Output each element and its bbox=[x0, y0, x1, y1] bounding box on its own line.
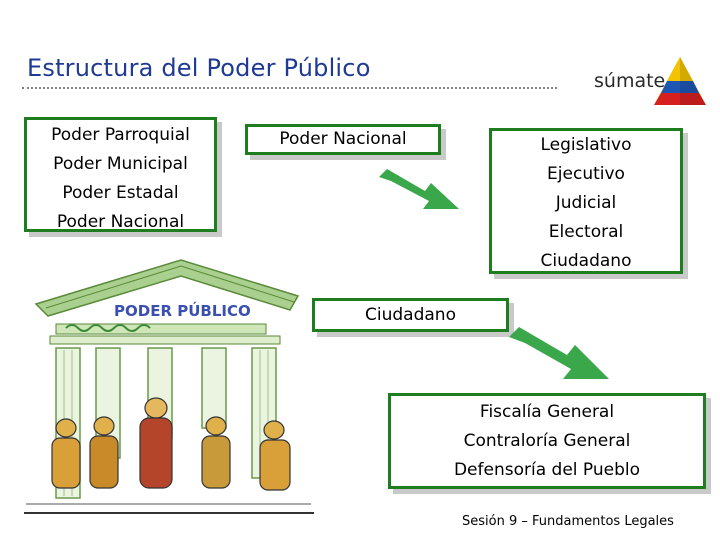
organs-box: Fiscalía General Contraloría General Def… bbox=[388, 393, 706, 489]
level-item: Poder Parroquial bbox=[51, 125, 190, 145]
arrow-right-down-icon bbox=[379, 169, 459, 209]
branch-item: Ciudadano bbox=[540, 251, 632, 271]
branch-item: Electoral bbox=[548, 222, 624, 242]
organ-item: Contraloría General bbox=[463, 431, 631, 451]
level-item: Poder Estadal bbox=[62, 183, 179, 203]
poder-nacional-box: Poder Nacional bbox=[245, 124, 441, 155]
organ-item: Fiscalía General bbox=[479, 402, 615, 422]
footer-text: Sesión 9 – Fundamentos Legales bbox=[462, 514, 674, 529]
ciudadano-box: Ciudadano bbox=[312, 298, 509, 332]
branch-item: Ejecutivo bbox=[547, 164, 625, 184]
pyramid-logo-icon bbox=[654, 57, 706, 105]
footer-divider bbox=[24, 512, 314, 514]
level-item: Poder Nacional bbox=[56, 212, 185, 232]
sign-text: PODER PÚBLICO bbox=[114, 301, 251, 320]
branch-item: Judicial bbox=[555, 193, 617, 213]
organ-item: Defensoría del Pueblo bbox=[453, 460, 641, 480]
brand-logo-text: súmate bbox=[594, 70, 666, 92]
levels-box: Poder Parroquial Poder Municipal Poder E… bbox=[24, 117, 217, 232]
level-item: Poder Municipal bbox=[53, 154, 188, 174]
poder-nacional-label: Poder Nacional bbox=[279, 129, 407, 149]
ciudadano-label: Ciudadano bbox=[365, 305, 456, 325]
poder-publico-illustration: PODER PÚBLICO bbox=[26, 259, 311, 505]
page-title: Estructura del Poder Público bbox=[27, 54, 371, 82]
arrow-right-down-icon bbox=[509, 327, 609, 379]
branches-box: Legislativo Ejecutivo Judicial Electoral… bbox=[489, 128, 683, 274]
branch-item: Legislativo bbox=[540, 135, 632, 155]
title-divider bbox=[22, 87, 557, 89]
